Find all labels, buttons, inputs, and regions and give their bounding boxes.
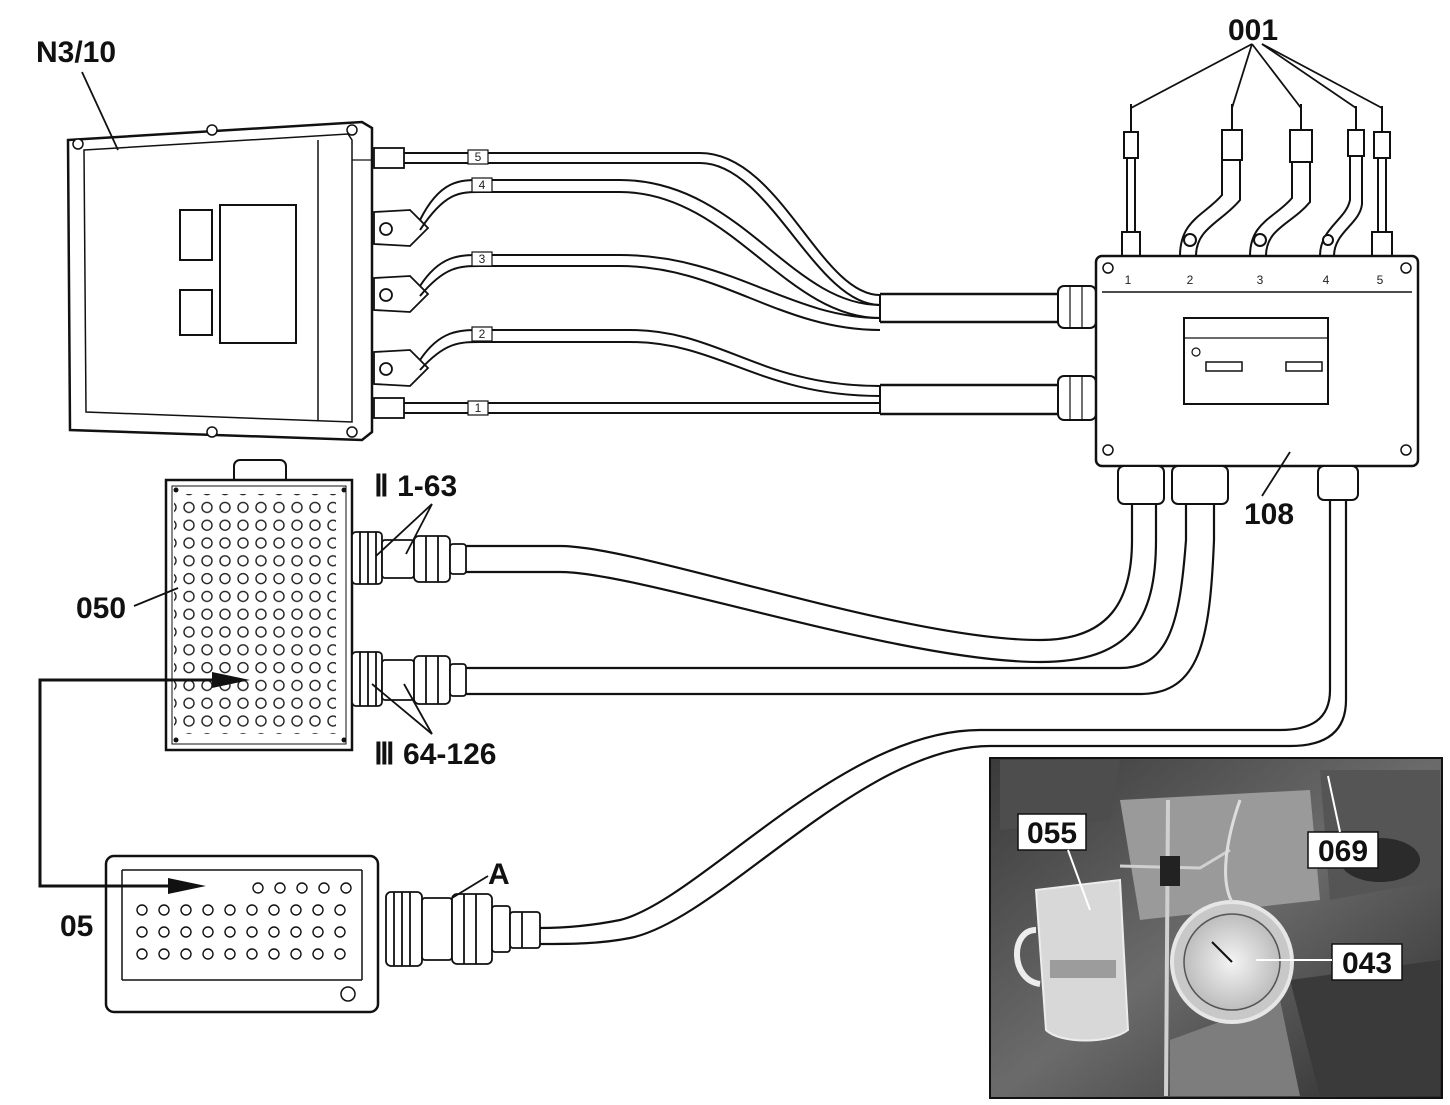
label-ecu: N3/10 — [36, 36, 116, 69]
label-connector-a: A — [488, 858, 510, 891]
test-box — [104, 854, 380, 1014]
label-connector-ii: Ⅱ 1-63 — [374, 470, 457, 503]
cable-tag-5: 5 — [467, 149, 489, 165]
cable-tag-1: 1 — [467, 400, 489, 416]
label-055: 055 — [1027, 817, 1077, 850]
cable-tags: 5 4 3 2 1 — [467, 149, 493, 416]
label-junction-box: 108 — [1244, 498, 1294, 531]
terminal-number-5: 5 — [1377, 273, 1384, 287]
ecu-connectors — [373, 147, 430, 419]
terminal-number-2: 2 — [1187, 273, 1194, 287]
cable-tag-4-text: 4 — [479, 178, 486, 192]
label-069: 069 — [1318, 835, 1368, 868]
label-connector-iii: Ⅲ 64-126 — [374, 738, 496, 771]
label-043: 043 — [1342, 947, 1392, 980]
breakout-cables — [466, 500, 1348, 946]
label-sensor-leads: 001 — [1228, 14, 1278, 47]
cable-tag-2-text: 2 — [479, 327, 486, 341]
label-test-box: 05 — [60, 910, 93, 943]
ecu-control-unit — [66, 120, 374, 442]
breakout-box — [164, 459, 354, 752]
terminal-number-1: 1 — [1125, 273, 1132, 287]
labels: N3/10 001 108 Ⅱ 1-63 050 Ⅲ 64-126 A 05 — [36, 14, 1294, 943]
sensor-leads-leaders — [1130, 43, 1383, 109]
terminal-number-4: 4 — [1323, 273, 1330, 287]
engine-photo-inset: 055 069 043 — [989, 757, 1443, 1099]
terminal-number-3: 3 — [1257, 273, 1264, 287]
ecu-harness — [404, 152, 1058, 416]
cable-tag-2: 2 — [471, 326, 493, 342]
cable-tag-5-text: 5 — [475, 150, 482, 164]
breakout-connectors — [351, 531, 467, 707]
cable-tag-3-text: 3 — [479, 252, 486, 266]
sensor-leads — [1121, 104, 1393, 257]
cable-tag-3: 3 — [471, 251, 493, 267]
cable-tag-4: 4 — [471, 177, 493, 193]
label-breakout-box: 050 — [76, 592, 126, 625]
cable-tag-1-text: 1 — [475, 401, 482, 415]
signal-flow-arrow — [38, 672, 250, 894]
junction-box: 1 2 3 4 5 — [1057, 254, 1420, 505]
connector-a — [385, 891, 541, 967]
